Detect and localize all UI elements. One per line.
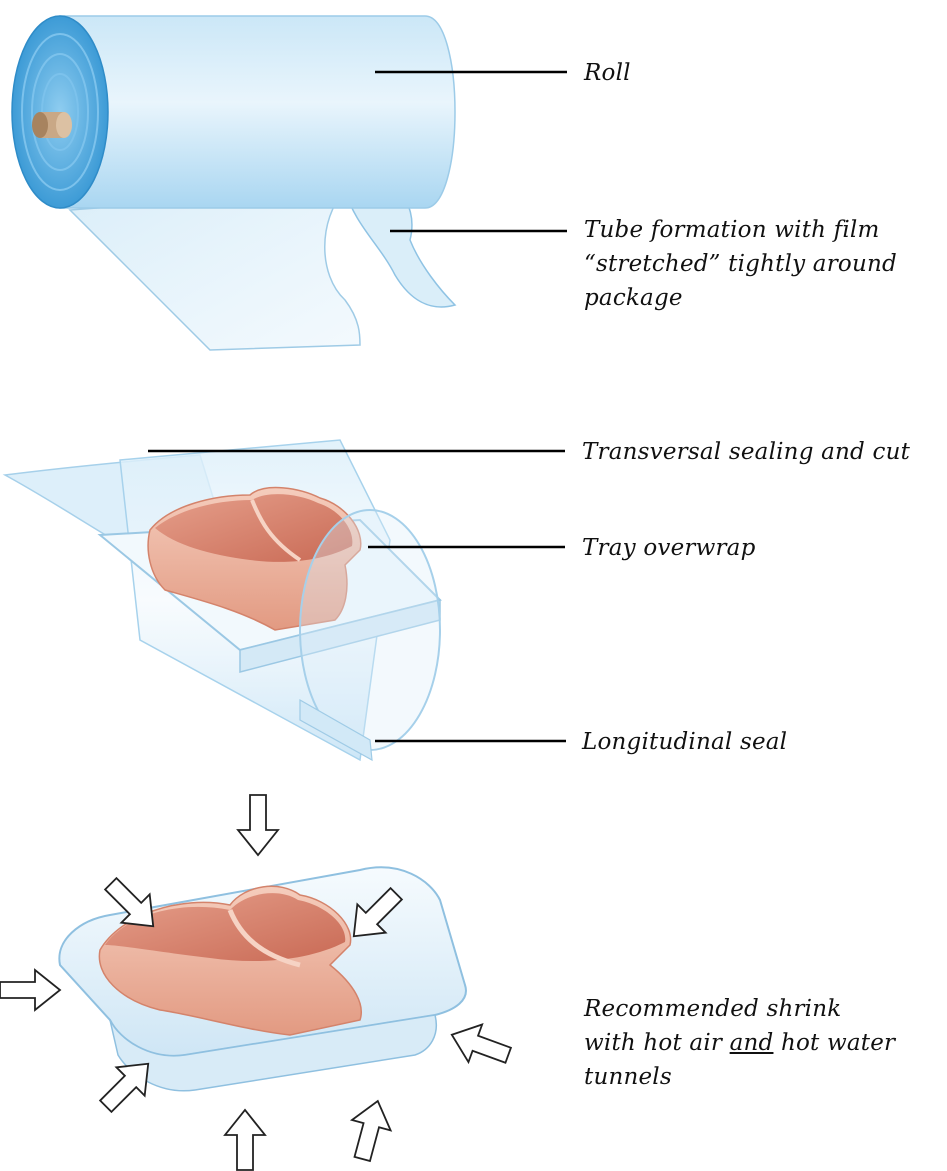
label-tube-formation: Tube formation with film “stretched” tig… (584, 213, 897, 315)
film-sheet (70, 190, 360, 350)
shrink-line2-part-c: hot water (773, 1030, 895, 1056)
arrow-icon (343, 1096, 397, 1164)
arrow-icon (238, 795, 278, 855)
arrow-icon (0, 970, 60, 1010)
label-tube-line3: package (584, 281, 897, 315)
label-tube-line2: “stretched” tightly around (584, 247, 897, 281)
label-shrink-line2: with hot air and hot water (584, 1026, 895, 1060)
label-longitudinal-seal: Longitudinal seal (582, 725, 787, 759)
film-roll (12, 16, 455, 350)
arrow-icon (225, 1110, 265, 1170)
label-roll: Roll (584, 56, 631, 90)
shrink-line2-emphasis: and (730, 1030, 774, 1056)
shrink-line2-part-a: with hot air (584, 1030, 730, 1056)
label-recommended-shrink: Recommended shrink with hot air and hot … (584, 992, 895, 1094)
label-tube-line1: Tube formation with film (584, 213, 897, 247)
roll-core (32, 112, 72, 138)
roll-body (60, 16, 455, 208)
label-shrink-line1: Recommended shrink (584, 992, 895, 1026)
label-transversal-sealing: Transversal sealing and cut (582, 435, 910, 469)
label-tray-overwrap: Tray overwrap (582, 531, 756, 565)
tube-package (5, 440, 440, 760)
label-shrink-line3: tunnels (584, 1060, 895, 1094)
arrow-icon (445, 1016, 515, 1074)
